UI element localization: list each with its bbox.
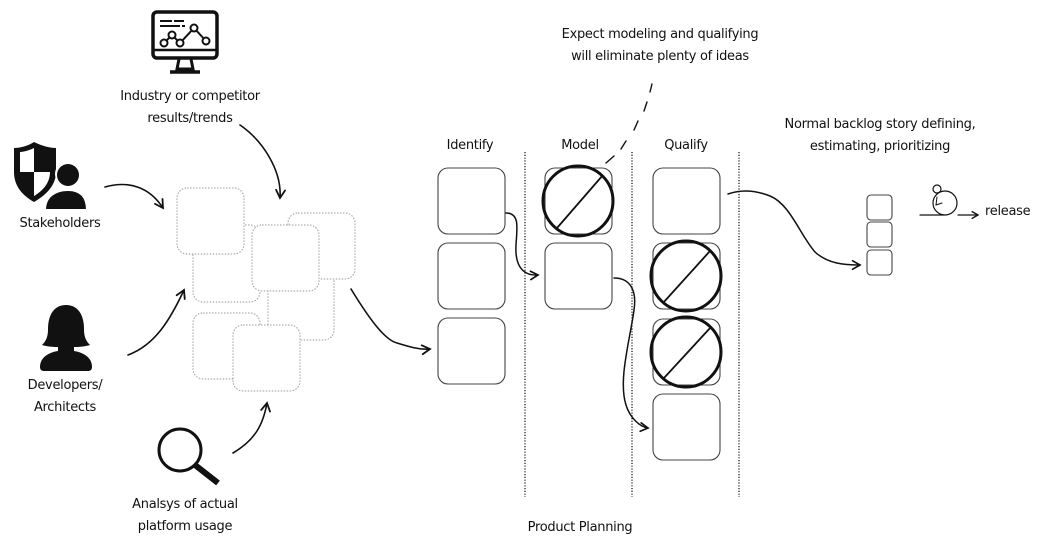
identify-card [437, 242, 506, 310]
annotation-line2: will eliminate plenty of ideas [571, 49, 749, 64]
backlog-label-line2: estimating, prioritizing [809, 139, 951, 154]
arrow-identify-to-model [505, 212, 540, 281]
usage-label-line1: Analsys of actual [132, 497, 238, 512]
prohibited-icon [649, 315, 723, 389]
model-card [544, 242, 613, 310]
column-header-identify: Identify [446, 138, 494, 153]
backlog-stack [866, 194, 893, 276]
idea-card [251, 224, 320, 292]
idea-card [176, 187, 245, 255]
arrow-pool-to-identify [350, 288, 432, 356]
developers-label: Developers/ Architects [10, 375, 120, 419]
developers-label-line2: Architects [33, 400, 97, 415]
prohibited-icon [649, 239, 723, 313]
prohibited-icon [541, 164, 615, 238]
backlog-label: Normal backlog story defining, estimatin… [765, 114, 995, 158]
column-header-qualify: Qualify [664, 138, 708, 153]
shield-user-icon [12, 140, 89, 212]
idea-pool [176, 187, 356, 392]
qualify-card [652, 167, 721, 235]
iteration-cycle-icon [919, 184, 980, 220]
arrow-industry-to-pool [239, 124, 286, 200]
industry-label: Industry or competitor results/trends [105, 86, 275, 130]
column-header-model: Model [561, 138, 599, 153]
arrow-stakeholders-to-pool [104, 183, 164, 210]
stakeholders-label: Stakeholders [5, 213, 115, 235]
usage-label-line2: platform usage [137, 519, 233, 534]
industry-label-line2: results/trends [147, 111, 233, 126]
idea-card [232, 324, 301, 392]
identify-card [437, 167, 506, 235]
arrow-qualify-to-backlog [727, 190, 862, 271]
arrow-developers-to-pool [127, 288, 186, 356]
backlog-label-line1: Normal backlog story defining, [784, 117, 976, 132]
release-label: release [985, 204, 1031, 219]
qualify-card [652, 393, 721, 461]
backlog-item [866, 249, 893, 276]
usage-label: Analsys of actual platform usage [110, 494, 260, 538]
stakeholders-label-text: Stakeholders [19, 216, 101, 231]
backlog-item [866, 221, 893, 248]
developers-label-line1: Developers/ [27, 378, 103, 393]
person-silhouette-icon [38, 303, 94, 371]
magnifier-icon [154, 425, 224, 486]
model-card-eliminated [544, 167, 613, 235]
annotation-line1: Expect modeling and qualifying [561, 27, 759, 42]
monitor-chart-icon [150, 9, 220, 79]
annotation-text: Expect modeling and qualifying will elim… [540, 24, 780, 68]
arrow-model-to-qualify [613, 277, 650, 433]
section-label-product-planning: Product Planning [527, 520, 633, 535]
annotation-pointer [605, 83, 653, 164]
identify-card [437, 317, 506, 385]
industry-label-line1: Industry or competitor [120, 89, 260, 104]
arrow-usage-to-pool [232, 401, 271, 454]
backlog-item [866, 194, 893, 221]
